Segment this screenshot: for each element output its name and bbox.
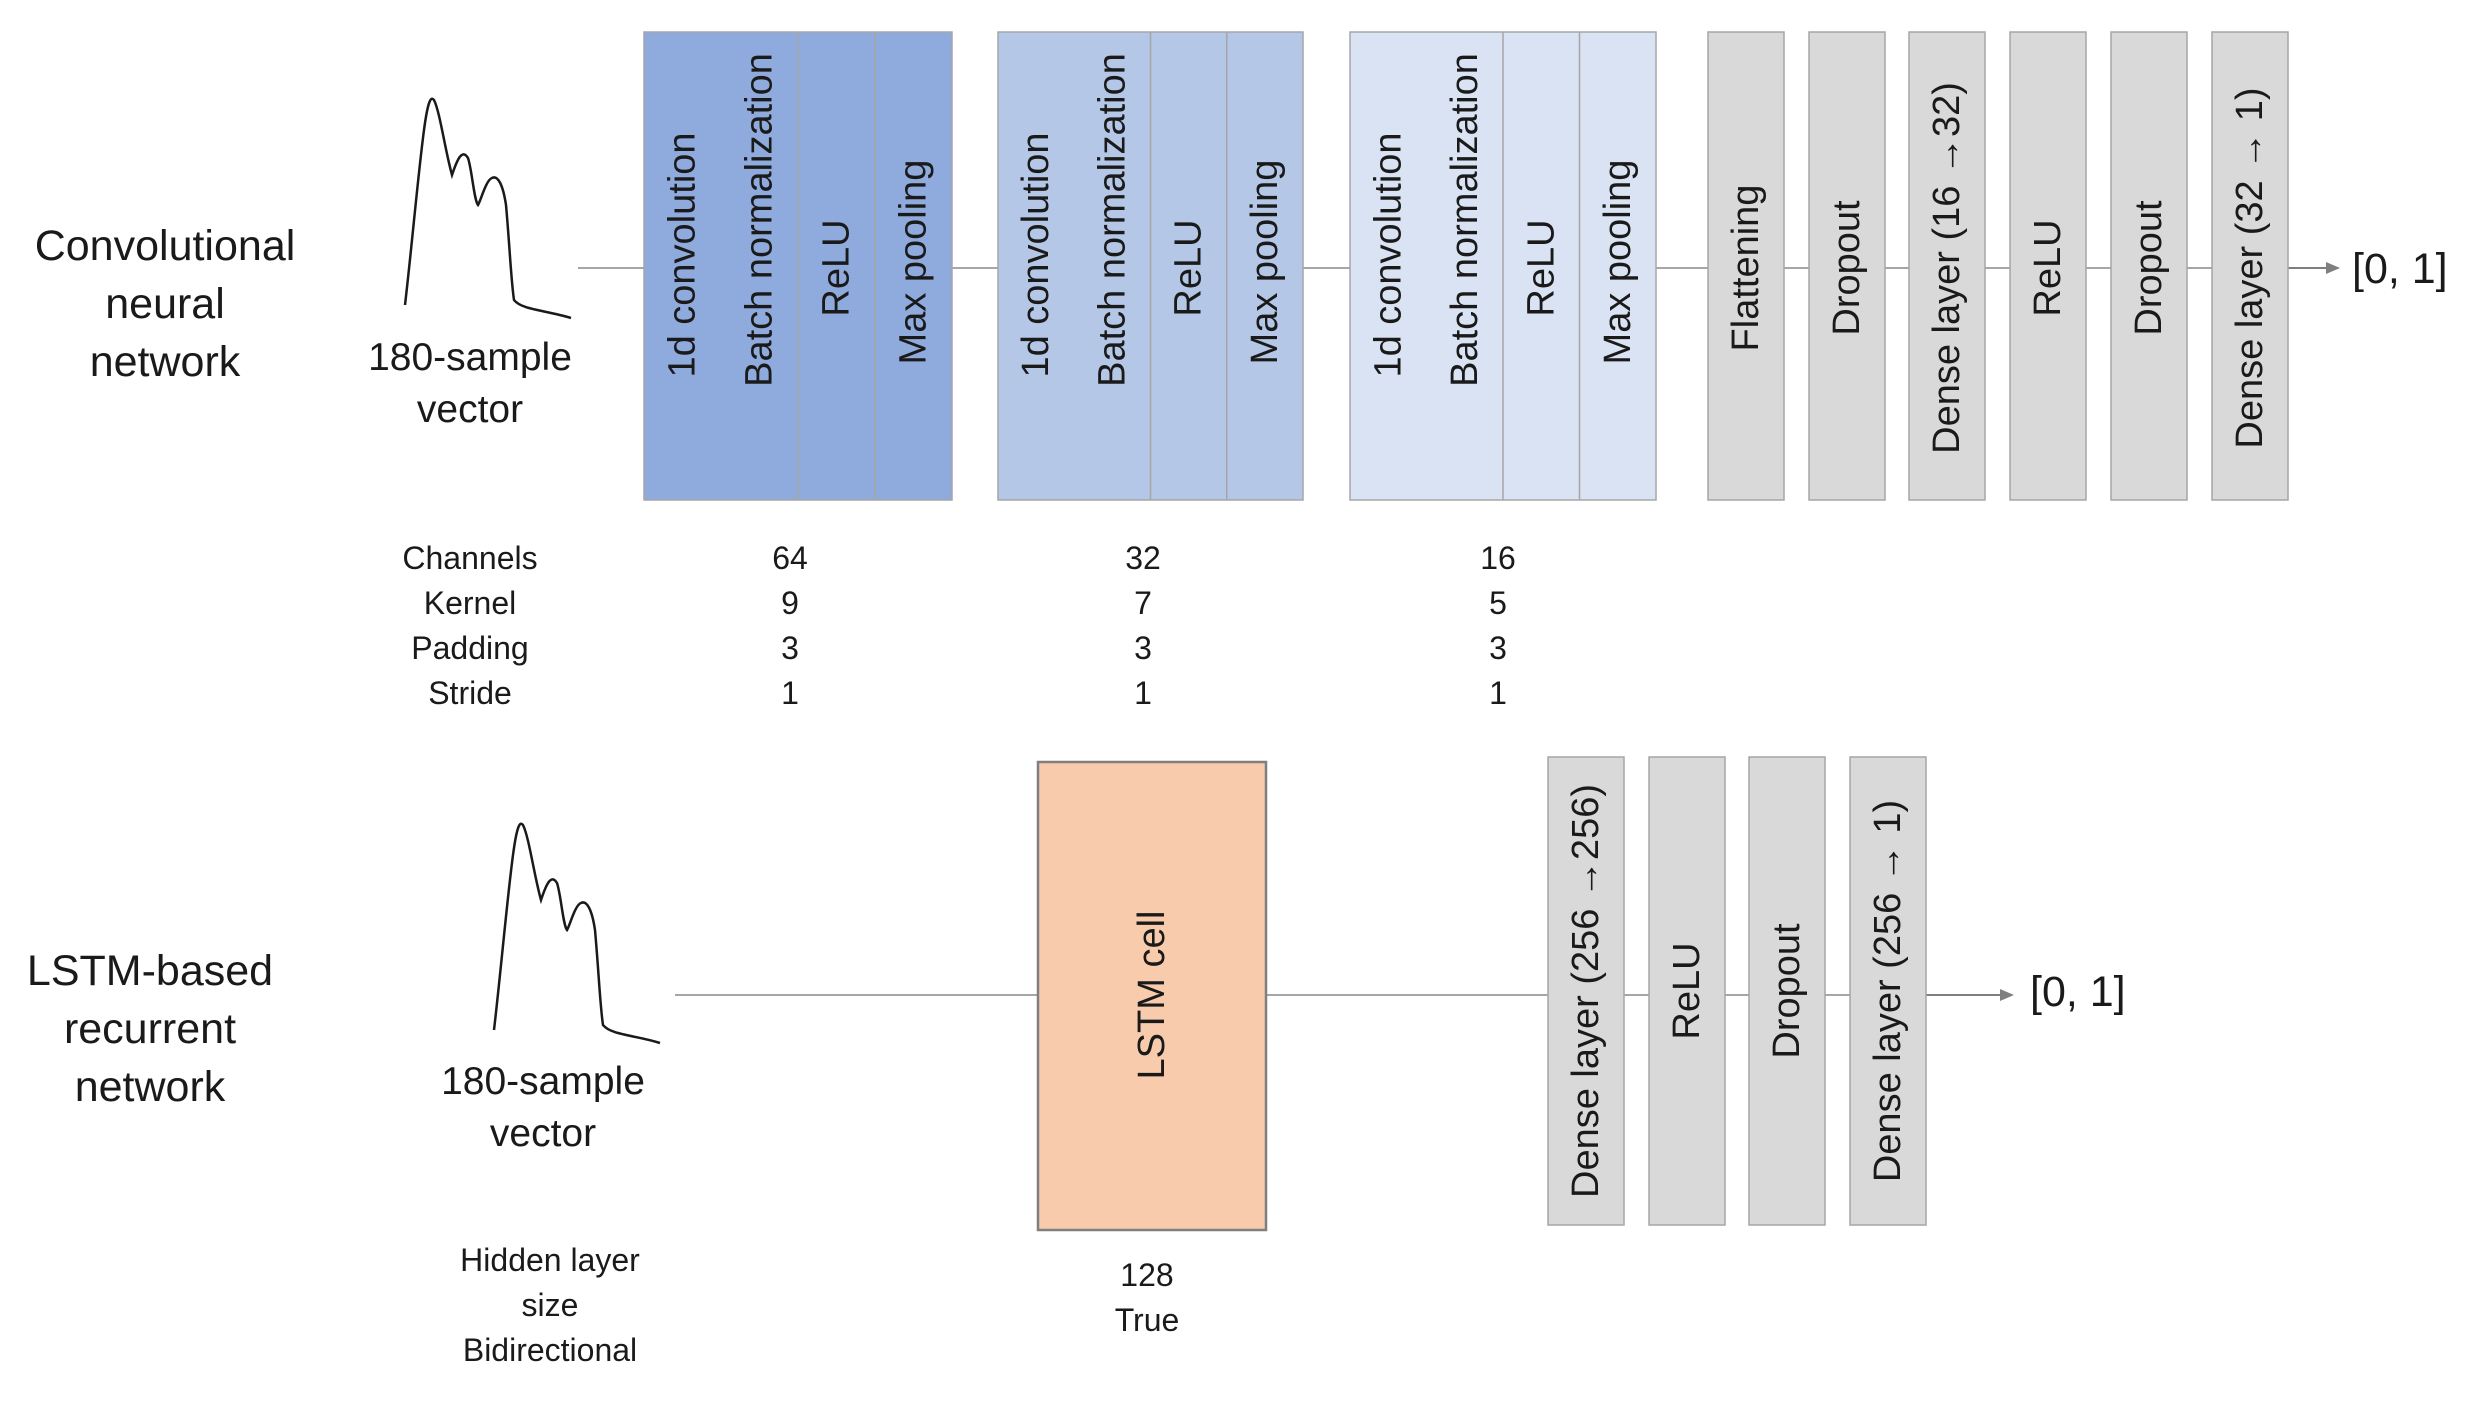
lstm-head-layer-label: Dense layer (256 → 1) (1867, 800, 1909, 1182)
cnn-head-layer-label: Dense layer (32 → 1) (2229, 87, 2271, 448)
conv-layer-label: Batch normalization (1091, 53, 1133, 387)
param-label-channels: Channels (402, 540, 538, 576)
cnn-head-layer (1808, 31, 1886, 501)
param-bidirectional: True (1114, 1302, 1180, 1338)
cnn-head-layer-label: Flattening (1725, 185, 1767, 352)
lstm-output-label: [0, 1] (2030, 968, 2126, 1016)
lstm-param-labels: Hidden layer size Bidirectional (420, 1238, 680, 1373)
cnn-head-layer-label: Dropout (1826, 200, 1868, 336)
lstm-param-values: 128 True (1097, 1253, 1197, 1343)
param-channels: 16 (1480, 540, 1516, 576)
cnn-head-layer (2009, 31, 2087, 501)
lstm-input-label-line: vector (489, 1112, 597, 1155)
param-stride: 1 (1134, 675, 1152, 711)
conv-layer-label: 1d convolution (1367, 132, 1409, 377)
param-label-stride: Stride (428, 675, 512, 711)
cnn-input-label: 180-sample vector (330, 332, 610, 436)
lstm-head-layer-label: Dropout (1766, 923, 1808, 1059)
lstm-title-line: recurrent (63, 1005, 237, 1053)
lstm-head-layer (1748, 756, 1826, 1226)
cnn-head-layer (2211, 31, 2289, 501)
conv-layer-label: ReLU (1520, 219, 1562, 316)
cnn-head-layer (1707, 31, 1785, 501)
cnn-head-layer-label: Dense layer (16 →32) (1926, 82, 1968, 454)
conv-layer-label: 1d convolution (662, 132, 704, 377)
lstm-cell-label: LSTM cell (1131, 911, 1173, 1080)
param-label-bidirectional: Bidirectional (462, 1332, 638, 1368)
param-label-padding: Padding (411, 630, 529, 666)
conv-layer-label: Max pooling (1244, 160, 1286, 365)
param-kernel: 7 (1134, 585, 1152, 621)
param-padding: 3 (1134, 630, 1152, 666)
lstm-head-layer-label: Dense layer (256 →256) (1565, 784, 1607, 1198)
conv-layer-label: ReLU (816, 219, 858, 316)
conv-layer-label: Batch normalization (1444, 53, 1486, 387)
lstm-title-line: LSTM-based (26, 947, 274, 995)
cnn-head-layer (1908, 31, 1986, 501)
param-stride: 1 (781, 675, 799, 711)
conv-layer-label: 1d convolution (1015, 132, 1057, 377)
lstm-cell-block (1036, 760, 1268, 1232)
lstm-input-label-line: 180-sample (441, 1060, 645, 1103)
cnn-title-line: network (89, 338, 241, 386)
cnn-input-label-line: vector (416, 388, 524, 431)
param-label-hidden-layer: Hidden layer (460, 1242, 640, 1278)
conv-layer-label: Batch normalization (739, 53, 781, 387)
lstm-head-layer (1648, 756, 1726, 1226)
lstm-input-label: 180-sample vector (403, 1056, 683, 1160)
lstm-title-line: network (74, 1063, 226, 1111)
conv-layer-label: ReLU (1168, 219, 1210, 316)
conv-layer-label: Max pooling (1597, 160, 1639, 365)
conv-block-1-params: 64 9 3 1 (740, 536, 840, 716)
param-stride: 1 (1489, 675, 1507, 711)
cnn-head-layer (2110, 31, 2188, 501)
lstm-head-layer (1849, 756, 1927, 1226)
param-kernel: 5 (1489, 585, 1507, 621)
lstm-waveform-icon (492, 822, 661, 1045)
param-padding: 3 (781, 630, 799, 666)
param-hidden-size: 128 (1120, 1257, 1174, 1293)
param-padding: 3 (1489, 630, 1507, 666)
cnn-output-label: [0, 1] (2352, 245, 2448, 293)
cnn-param-labels: Channels Kernel Padding Stride (370, 536, 570, 716)
param-channels: 64 (772, 540, 808, 576)
conv-layer-label: Max pooling (893, 160, 935, 365)
cnn-title-line: neural (105, 280, 225, 328)
param-kernel: 9 (781, 585, 799, 621)
lstm-head-layer (1547, 756, 1625, 1226)
cnn-head-layer-label: Dropout (2128, 200, 2170, 336)
conv-block-2-params: 32 7 3 1 (1093, 536, 1193, 716)
cnn-title-line: Convolutional (34, 222, 296, 270)
lstm-title: LSTM-based recurrent network (10, 942, 290, 1116)
param-channels: 32 (1125, 540, 1161, 576)
cnn-waveform-icon (403, 97, 572, 320)
conv-block-3-params: 16 5 3 1 (1448, 536, 1548, 716)
cnn-input-label-line: 180-sample (368, 336, 572, 379)
lstm-head-layer-label: ReLU (1666, 942, 1708, 1039)
param-label-kernel: Kernel (423, 585, 517, 621)
cnn-title: Convolutional neural network (20, 217, 310, 391)
cnn-head-layer-label: ReLU (2027, 219, 2069, 316)
param-label-size: size (521, 1287, 579, 1323)
